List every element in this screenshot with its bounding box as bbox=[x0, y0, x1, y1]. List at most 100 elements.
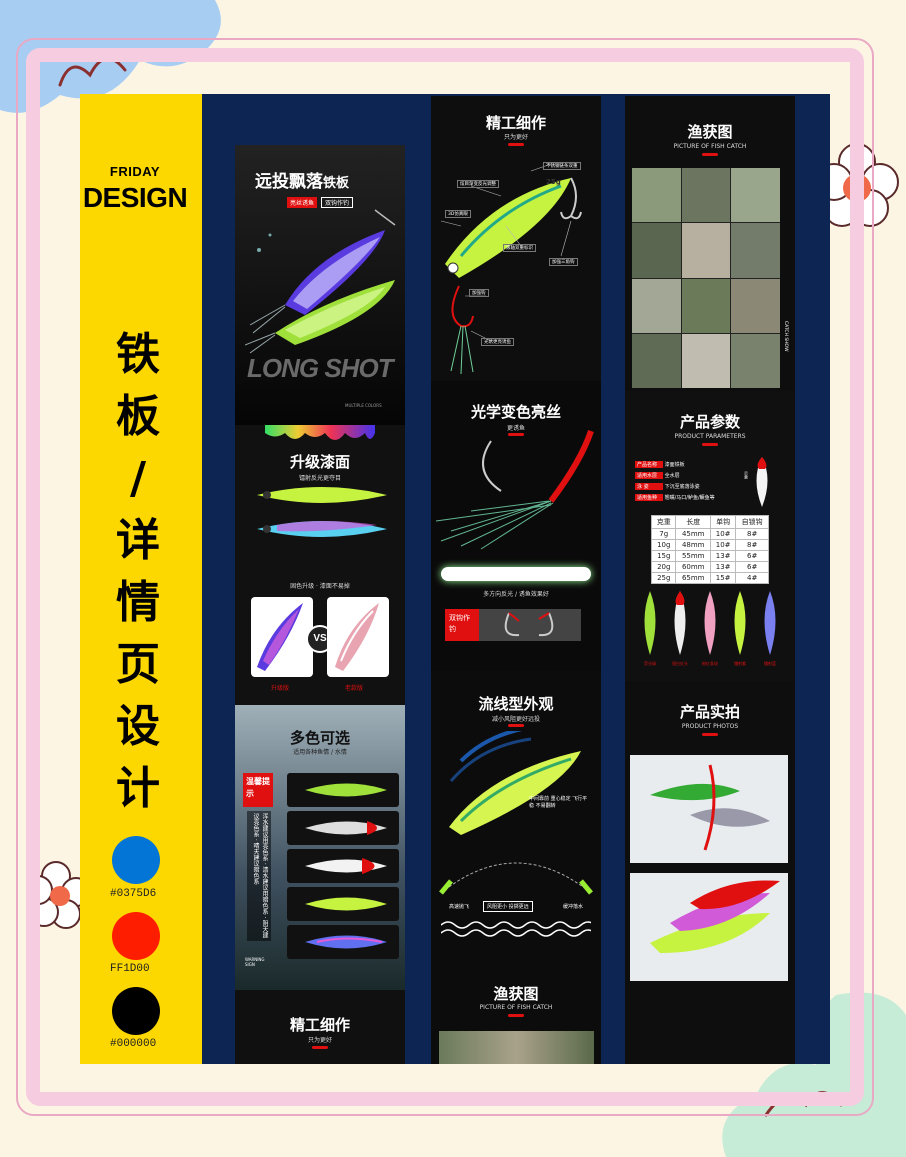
catch-photo bbox=[632, 333, 681, 388]
title-char: / bbox=[129, 453, 147, 504]
craft-label: 不锈钢链条双重 bbox=[543, 162, 581, 170]
params-row: 适用水层 全水层 bbox=[635, 472, 680, 479]
catch-section-bottom: 渔获图 PICTURE OF FISH CATCH bbox=[431, 961, 601, 1064]
title-char: 板 bbox=[116, 391, 160, 442]
optic-skirt-illustration bbox=[435, 430, 594, 550]
lure-color-item bbox=[287, 849, 399, 883]
hero-big-text: LONG SHOT bbox=[247, 353, 394, 383]
table-header-cell: 单钩 bbox=[709, 515, 737, 529]
lure-color-item bbox=[287, 887, 399, 921]
lure-pair-illustration bbox=[257, 487, 387, 537]
product-photo-2 bbox=[630, 873, 788, 981]
trajectory-label: 风阻更小 投掷更远 bbox=[483, 901, 533, 912]
lure-color-list bbox=[287, 773, 399, 959]
detail-column-1: 远投飘落铁板 亮丝诱鱼 双钩作钓 LONG SHOT MULTIPLE COLO… bbox=[235, 145, 405, 1064]
catch-section: 渔获图 PICTURE OF FISH CATCH CATCH SHOW bbox=[625, 96, 795, 391]
craft-label: 光诱更亮诱鱼 bbox=[481, 338, 514, 346]
pink-frame bbox=[26, 48, 864, 1106]
product-photos-title: 产品实拍 bbox=[679, 703, 740, 721]
streamline-title: 流线型外观 bbox=[478, 695, 554, 713]
title-char: 情 bbox=[116, 577, 160, 628]
upgrade-subtitle: 镭射反光更夺目 bbox=[298, 475, 341, 482]
params-section: 产品参数 PRODUCT PARAMETERS 产品名称 漆面铁板 适用水层 全… bbox=[625, 391, 795, 681]
catch-photo bbox=[439, 1031, 594, 1064]
trajectory-arc bbox=[439, 862, 593, 895]
upgrade-note: 固色升级 · 漆面不易掉 bbox=[290, 583, 350, 590]
params-row: 泳 姿 下沉至底落泳姿 bbox=[635, 483, 700, 490]
red-underline bbox=[312, 1046, 328, 1049]
catch-photo bbox=[731, 333, 780, 388]
product-photo-1 bbox=[630, 755, 788, 863]
table-header-cell: 克重 bbox=[650, 515, 677, 529]
craft-title: 精工细作 bbox=[289, 1016, 350, 1034]
paint-drip-decoration bbox=[265, 425, 375, 440]
table-header-cell: 长度 bbox=[675, 515, 711, 529]
red-underline bbox=[702, 733, 718, 736]
craft-section-bottom: 精工细作 只为更好 bbox=[235, 990, 405, 1064]
title-char: 详 bbox=[116, 515, 160, 566]
title-char: 设 bbox=[116, 701, 160, 752]
upgrade-section: 升级漆面 镭射反光更夺目 固色升级 · 漆面不易掉 VS 升级版 老款版 bbox=[235, 425, 405, 705]
outer-frame-line bbox=[16, 38, 874, 1116]
red-underline bbox=[508, 433, 524, 436]
hero-tag-1: 亮丝诱鱼 bbox=[287, 197, 318, 208]
streamline-section: 流线型外观 减小风阻更好远投 中间靠前 重心稳定 飞行平稳 不易翻转 高速抛飞 … bbox=[431, 671, 601, 961]
lure-color-item bbox=[287, 925, 399, 959]
lure-swatch: 荧光绿 bbox=[637, 589, 663, 671]
warm-tip-text: 浑水建议用亮色系 · 清水建议用暗色系 · 阴天建议亮色系 · 晴天建议暗色系 bbox=[247, 811, 271, 941]
streamline-note: 中间靠前 重心稳定 飞行平稳 不易翻转 bbox=[529, 796, 588, 809]
catch-photo bbox=[731, 278, 780, 333]
lure-illustration bbox=[245, 209, 396, 354]
product-photos-subtitle: PRODUCT PHOTOS bbox=[681, 723, 739, 730]
params-row: 产品名称 漆面铁板 bbox=[635, 461, 685, 468]
double-hook-photo bbox=[479, 609, 581, 641]
lure-diagram bbox=[440, 163, 582, 375]
optic-section: 光学变色亮丝 更诱鱼 多方向反光 / 诱鱼效果好 双钩作钓 bbox=[431, 381, 601, 671]
param-lure-image bbox=[756, 457, 768, 507]
brand-small-text: FRIDAY bbox=[109, 164, 161, 179]
product-photos-section: 产品实拍 PRODUCT PHOTOS bbox=[625, 681, 795, 1064]
catch-photo bbox=[681, 168, 731, 223]
brand-big-text: DESIGN bbox=[82, 182, 188, 213]
lure-color-item bbox=[287, 773, 399, 807]
red-underline bbox=[702, 153, 718, 156]
catch-photo bbox=[731, 223, 780, 278]
title-char: 铁 bbox=[116, 329, 160, 380]
craft-subtitle: 只为更好 bbox=[503, 134, 528, 141]
params-row: 适用鱼种 翘嘴/马口/鲈鱼/鳜鱼等 bbox=[635, 494, 715, 501]
catch-title: 渔获图 bbox=[493, 985, 539, 1003]
table-header-cell: 自锁钩 bbox=[735, 515, 769, 529]
optic-note: 多方向反光 / 诱鱼效果好 bbox=[483, 591, 549, 598]
warning-sign: WARNING SIGN bbox=[245, 957, 265, 967]
wave-decoration bbox=[441, 921, 591, 937]
catch-side-label: CATCH SHOW bbox=[783, 321, 788, 352]
upgrade-new-photo bbox=[251, 597, 313, 677]
lure-swatch: 银白红头 bbox=[667, 589, 693, 671]
red-underline bbox=[508, 1014, 524, 1017]
detail-column-3: 渔获图 PICTURE OF FISH CATCH CATCH SHOW 产品参… bbox=[625, 96, 795, 1064]
params-side-label: 示意 bbox=[744, 471, 749, 479]
catch-photo bbox=[632, 168, 681, 223]
hero-section: 远投飘落铁板 亮丝诱鱼 双钩作钓 LONG SHOT MULTIPLE COLO… bbox=[235, 145, 405, 425]
color-swatch-red bbox=[112, 912, 160, 960]
params-table-header: 克重 长度 单钩 自锁钩 bbox=[650, 515, 769, 529]
double-hook-box: 双钩作钓 bbox=[445, 609, 479, 641]
craft-weight: 25g bbox=[546, 178, 561, 186]
hero-small-text: MULTIPLE COLORS bbox=[345, 403, 382, 408]
lure-swatch: 镭射蓝 bbox=[757, 589, 783, 671]
craft-subtitle: 只为更好 bbox=[307, 1037, 332, 1044]
catch-photo bbox=[681, 333, 731, 388]
craft-label: 加强三角钩 bbox=[549, 258, 578, 266]
catch-subtitle: PICTURE OF FISH CATCH bbox=[673, 143, 747, 150]
color-swatch-blue bbox=[112, 836, 160, 884]
streamline-lure bbox=[449, 731, 581, 835]
params-subtitle: PRODUCT PARAMETERS bbox=[674, 433, 746, 440]
upgrade-new-label: 升级版 bbox=[271, 685, 290, 692]
craft-label: 3D仿真眼 bbox=[445, 210, 471, 218]
